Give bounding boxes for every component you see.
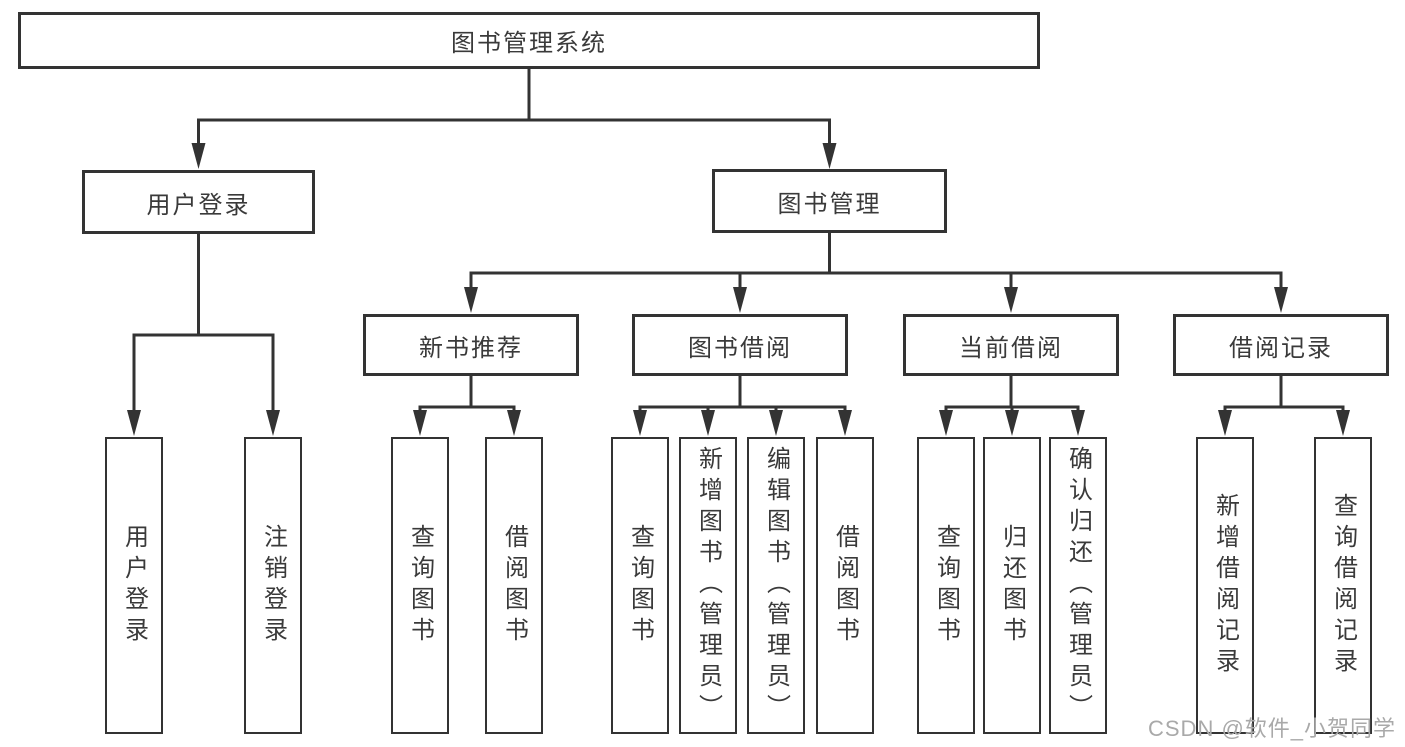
leaf-label: 新增图书（管理员）	[694, 446, 722, 725]
csdn-watermark: CSDN @软件_小贺同学	[1148, 716, 1397, 741]
leaf-borrow-edit-book-admin: 编辑图书（管理员）	[747, 437, 805, 734]
leaf-recommend-borrow-book: 借阅图书	[485, 437, 543, 734]
leaf-user-login: 用户登录	[105, 437, 163, 734]
leaf-records-add-record: 新增借阅记录	[1196, 437, 1254, 734]
node-root: 图书管理系统	[18, 12, 1040, 69]
leaf-label: 确认归还（管理员）	[1064, 446, 1092, 725]
leaf-label: 查询图书	[626, 523, 654, 648]
arrowhead-icons	[127, 143, 1350, 436]
leaf-borrow-borrow-book: 借阅图书	[816, 437, 874, 734]
leaf-label: 归还图书	[998, 523, 1026, 648]
node-user-login: 用户登录	[82, 170, 315, 234]
leaf-label: 新增借阅记录	[1211, 492, 1239, 679]
leaf-label: 查询图书	[406, 523, 434, 648]
leaf-current-query-book: 查询图书	[917, 437, 975, 734]
node-current-borrow: 当前借阅	[903, 314, 1119, 376]
leaf-label: 查询借阅记录	[1329, 492, 1357, 679]
leaf-label: 借阅图书	[831, 523, 859, 648]
leaf-label: 注销登录	[259, 523, 287, 648]
node-new-book-recommend: 新书推荐	[363, 314, 579, 376]
node-book-borrow: 图书借阅	[632, 314, 848, 376]
leaf-label: 用户登录	[120, 523, 148, 648]
node-borrow-records: 借阅记录	[1173, 314, 1389, 376]
leaf-borrow-query-book: 查询图书	[611, 437, 669, 734]
leaf-current-return-book: 归还图书	[983, 437, 1041, 734]
leaf-logout-login: 注销登录	[244, 437, 302, 734]
leaf-label: 编辑图书（管理员）	[762, 446, 790, 725]
node-book-management: 图书管理	[712, 169, 947, 233]
leaf-records-query-record: 查询借阅记录	[1314, 437, 1372, 734]
leaf-current-confirm-return-admin: 确认归还（管理员）	[1049, 437, 1107, 734]
leaf-recommend-query-book: 查询图书	[391, 437, 449, 734]
leaf-label: 查询图书	[932, 523, 960, 648]
leaf-borrow-add-book-admin: 新增图书（管理员）	[679, 437, 737, 734]
leaf-label: 借阅图书	[500, 523, 528, 648]
